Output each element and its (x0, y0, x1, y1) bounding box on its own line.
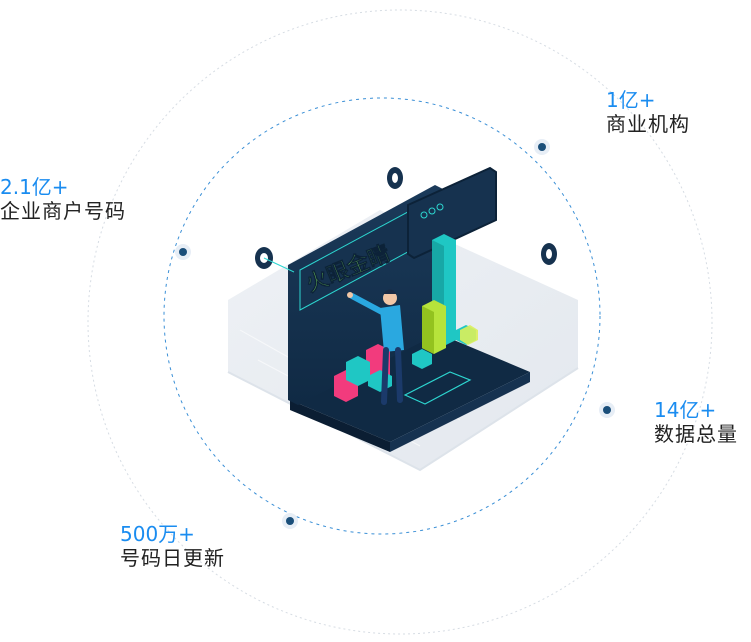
stat-data-total: 14亿+ 数据总量 (654, 398, 738, 446)
stat-daily-updates: 500万+ 号码日更新 (120, 522, 225, 570)
floating-node-icon (387, 167, 403, 189)
target-dot-icon (599, 402, 615, 418)
inner-ring (163, 97, 601, 535)
target-dot-icon (175, 244, 191, 260)
data-dashboard-illustration: 火眼金睛 (288, 166, 530, 452)
stat-label: 企业商户号码 (0, 199, 126, 223)
stat-merchant-numbers: 2.1亿+ 企业商户号码 (0, 175, 126, 223)
stat-label: 号码日更新 (120, 546, 225, 570)
outer-ring (87, 9, 713, 635)
stat-value: 14亿+ (654, 398, 717, 422)
target-dot-icon (534, 139, 550, 155)
person-figure (347, 289, 404, 405)
stat-value: 500万+ (120, 522, 195, 546)
stat-label: 商业机构 (606, 112, 690, 136)
stat-business-orgs: 1亿+ 商业机构 (606, 88, 690, 136)
stat-value: 2.1亿+ (0, 175, 69, 199)
stat-value: 1亿+ (606, 88, 656, 112)
target-dot-icon (282, 513, 298, 529)
floating-node-icon (541, 243, 557, 265)
stat-label: 数据总量 (654, 422, 738, 446)
floating-node-icon (255, 247, 295, 273)
